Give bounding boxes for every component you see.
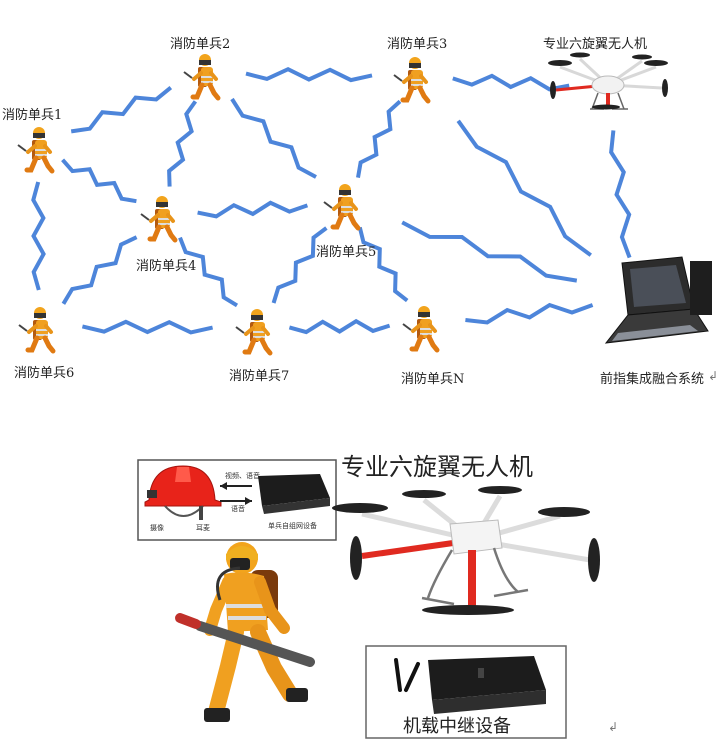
link-n2-n5 <box>230 97 317 179</box>
label-command-system: 前指集成融合系统 <box>600 372 705 387</box>
link-n7-nN <box>288 318 391 335</box>
label-firefighter-n: 消防单兵N <box>401 372 465 387</box>
laptop-command-icon <box>604 256 712 344</box>
relay-label: 机载中继设备 <box>403 716 511 737</box>
link-n1-n2 <box>70 86 173 134</box>
firefighter-3-icon <box>394 57 428 101</box>
link-n5-n7 <box>271 226 328 304</box>
link-n5-nN <box>357 226 409 303</box>
drone-large-icon <box>332 486 600 615</box>
arrow-bottom-label: 语音 <box>231 505 245 513</box>
label-firefighter-5: 消防单兵5 <box>316 245 377 260</box>
link-n1-n6 <box>31 181 46 291</box>
drone-icon <box>548 52 668 110</box>
label-firefighter-7: 消防单兵7 <box>229 369 290 384</box>
link-n6-n7 <box>81 319 214 335</box>
firefighter-4-icon <box>141 196 175 240</box>
link-nN-cmd <box>465 302 594 325</box>
link-n1-n4 <box>61 158 137 204</box>
label-firefighter-4: 消防单兵4 <box>136 259 197 274</box>
link-n4-n7 <box>178 236 239 308</box>
firefighter-5-icon <box>324 184 358 228</box>
link-n4-n6 <box>61 235 138 305</box>
link-n3-drone <box>452 73 570 92</box>
helmet-left-label: 摄像 <box>150 524 164 532</box>
label-firefighter-6: 消防单兵6 <box>14 366 75 381</box>
link-drone-cmd <box>609 130 632 259</box>
firefighter-large-icon <box>175 542 315 722</box>
arrow-top-label: 视频、语音 <box>225 472 260 480</box>
firefighter-2-icon <box>184 54 218 98</box>
firefighter-n-icon <box>403 306 437 350</box>
label-firefighter-1: 消防单兵1 <box>2 108 63 123</box>
adhoc-device-icon <box>258 474 330 514</box>
relay-device-icon <box>394 656 546 714</box>
label-drone: 专业六旋翼无人机 <box>543 37 648 52</box>
firefighter-1-icon <box>18 127 52 171</box>
helmet-right-label: 耳麦 <box>196 524 210 532</box>
device-label: 单兵自组网设备 <box>268 522 317 530</box>
link-n3-cmd <box>456 119 592 257</box>
link-n2-n4 <box>167 100 198 187</box>
helmet-icon <box>144 465 222 520</box>
paragraph-mark-bottom: ↲ <box>608 720 619 734</box>
link-n4-n5 <box>197 200 309 219</box>
drone-title: 专业六旋翼无人机 <box>341 453 533 481</box>
firefighter-6-icon <box>19 307 53 351</box>
wireless-links <box>31 66 632 335</box>
paragraph-mark-top: ↲ <box>708 369 719 383</box>
label-firefighter-2: 消防单兵2 <box>170 37 231 52</box>
firefighter-7-icon <box>236 309 270 353</box>
link-n3-n5 <box>356 99 402 178</box>
link-n5-cmd <box>401 220 578 283</box>
label-firefighter-3: 消防单兵3 <box>387 37 448 52</box>
link-n2-n3 <box>245 66 373 83</box>
